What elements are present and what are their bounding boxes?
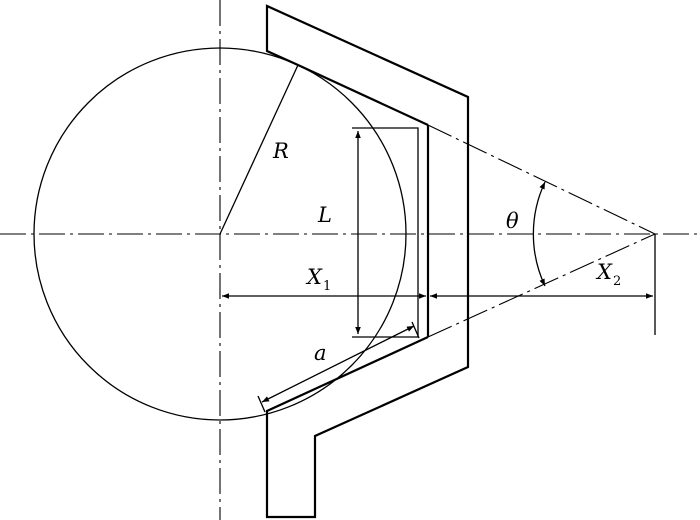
label-R: R bbox=[272, 139, 289, 163]
tool-upper-edge bbox=[297, 64, 429, 126]
label-X1: X1 bbox=[305, 265, 331, 294]
inner-rectangle bbox=[352, 127, 419, 338]
dimension-a-arrow bbox=[261, 325, 415, 403]
tool-upper-outline bbox=[265, 4, 470, 519]
label-a: a bbox=[314, 341, 327, 365]
dimension-a-extension-left bbox=[257, 395, 266, 413]
label-X2: X2 bbox=[595, 260, 621, 289]
angle-theta-arc bbox=[532, 181, 546, 287]
upper-extension-line bbox=[427, 124, 656, 235]
circle bbox=[33, 47, 407, 421]
label-L: L bbox=[317, 203, 332, 227]
label-theta: θ bbox=[506, 209, 519, 233]
dimension-a-extension-right bbox=[411, 321, 420, 339]
radius-line bbox=[219, 64, 299, 235]
